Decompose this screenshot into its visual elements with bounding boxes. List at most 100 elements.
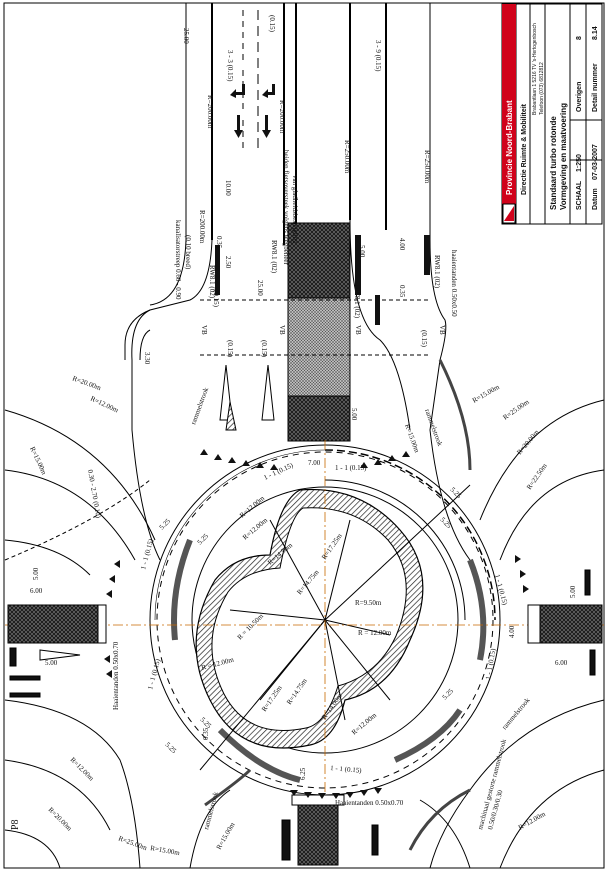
sheet-border: [3, 2, 605, 869]
roundabout: [149, 444, 501, 796]
label: R=200.00m: [206, 95, 214, 129]
label: (0.10 breed): [184, 235, 192, 270]
label: 1 - 1 (0.15): [146, 657, 162, 690]
label: P8: [10, 819, 21, 830]
arrow-down-icon: [234, 115, 243, 138]
label: 5.25: [164, 741, 179, 756]
label: RW8.1 (02): [208, 265, 216, 299]
label: VB: [438, 325, 446, 335]
label: 0.35: [398, 285, 406, 298]
scale-value: 1:250: [576, 154, 583, 172]
label: (0.15): [260, 340, 268, 358]
north-crossing: [124, 222, 430, 442]
label: rammelstrook: [189, 386, 210, 426]
label: R=22.50m: [525, 462, 549, 491]
label: R=250.00m: [423, 150, 431, 184]
drawing-title: Standaard turbo rotonde: [549, 116, 558, 210]
address: Brabantlaan 1 5216 TV 's-Hertogenbosch: [532, 23, 538, 115]
label: 5.25: [196, 532, 211, 547]
label: (0.15): [420, 330, 428, 348]
arrow-down-icon: [262, 115, 271, 138]
label: 0.30 - 2.70 (0.10): [86, 469, 103, 519]
label: 6.25: [299, 767, 307, 780]
label: 4.00: [398, 238, 406, 251]
label: (0.15): [226, 340, 234, 358]
title-block: Provincie Noord-Brabant Directie Ruimte …: [501, 3, 603, 225]
label: R=25.00m: [502, 398, 531, 422]
label: (0.15): [268, 15, 276, 33]
label: 3 - 3 (0.15): [226, 50, 234, 82]
label: 6.00: [555, 659, 568, 667]
phone: Telefoon (073) 6812812: [539, 62, 545, 115]
label: 1 - 1 (0.15): [139, 537, 155, 570]
label: R=20.00m: [47, 806, 74, 833]
organization: Provincie Noord-Brabant: [505, 100, 514, 195]
label: 5.00: [350, 408, 358, 421]
north-approach: [131, 3, 471, 561]
label: RW8.1 (02): [433, 255, 441, 289]
label: Haaientanden 0.50x0.70: [112, 641, 120, 710]
label: 0.35: [202, 727, 210, 740]
label: R = 12.00m: [358, 629, 392, 637]
label: 0.35: [215, 236, 223, 249]
label: 25.00: [182, 28, 190, 44]
label: 10.00: [224, 180, 232, 196]
label: R=9.50m: [355, 599, 382, 607]
label: 5.25: [439, 516, 454, 531]
label: VB: [200, 325, 208, 335]
label: 1 - 1 (0.15): [484, 647, 497, 680]
arrow-left-icon: [230, 84, 245, 98]
label: 1 - 1 (0.15): [335, 464, 367, 472]
label: rammelstrook: [500, 696, 531, 731]
label: beiden fietsoversteek volgens wegbeheer: [282, 150, 290, 266]
label: R=15.00m: [471, 383, 501, 405]
label: (0.15): [212, 290, 220, 308]
label: 4.00: [508, 625, 516, 638]
label: 3 - 9 (0.15): [374, 40, 382, 72]
label: rammelstrook: [423, 408, 444, 448]
label: VB: [278, 325, 286, 335]
label: R=12.00m: [350, 711, 378, 737]
south-approach: [189, 768, 471, 869]
shark-teeth: [104, 449, 529, 799]
label: 6.00: [30, 587, 43, 595]
label: 5.25: [441, 687, 456, 702]
label: van gladheidsbestrijding: [291, 175, 299, 244]
label: 1 - 1 (0.15): [493, 573, 509, 606]
lane-arrows: [230, 84, 275, 138]
label: R=12.00m: [69, 756, 96, 783]
label: 2.50: [224, 256, 232, 269]
label: R=12.00m: [89, 395, 120, 415]
label: 1 - 1 (0.15): [330, 764, 363, 775]
label: R=15.00m: [403, 423, 421, 454]
label: 1 - 1 (0.15): [262, 461, 295, 482]
label: VB: [354, 325, 362, 335]
detail-label: Detail nummer: [592, 63, 599, 112]
department: Directie Ruimte & Mobiliteit: [521, 103, 528, 195]
label: R=250.00m: [343, 140, 351, 174]
arrow-right-icon: [262, 84, 275, 98]
label: R=12.00m: [241, 516, 269, 542]
label: RW8.1 (02): [270, 240, 278, 274]
label: 5.25: [158, 517, 173, 532]
west-approach: [4, 409, 156, 869]
sheet-label: Overigen: [576, 82, 583, 112]
label: 5.00: [569, 585, 577, 598]
label: R=20.00m: [71, 374, 102, 392]
sheet-value: 8: [576, 36, 583, 40]
label: 25.00: [256, 280, 264, 296]
label: 5.00: [358, 245, 366, 258]
label: R=12.00m: [238, 494, 266, 520]
label: R=20.00m: [515, 428, 541, 456]
label: rammelstrook: [202, 790, 220, 830]
label: haaientanden 0.50x0.50: [450, 250, 458, 317]
date-label: Datum: [592, 188, 599, 210]
label: R=25.00m: [117, 834, 148, 852]
label: kanalisatorstreep 0.60 - 0.90: [174, 220, 182, 300]
detail-value: 8.14: [592, 26, 599, 40]
label: R=200.00m: [278, 100, 286, 134]
label: Haaientanden 0.50x0.70: [335, 799, 404, 807]
label: R=15.00m: [215, 821, 237, 851]
label: 3.30: [143, 352, 151, 365]
